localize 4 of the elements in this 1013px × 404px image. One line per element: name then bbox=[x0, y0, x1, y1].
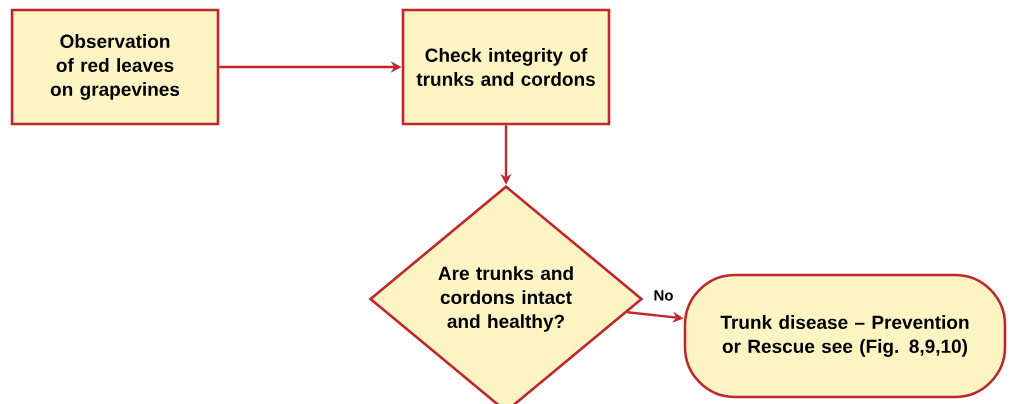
process-box: Observation of red leaves on grapevines bbox=[10, 8, 220, 126]
process-box: Check integrity of trunks and cordons bbox=[401, 8, 611, 126]
edge-label: No bbox=[654, 290, 673, 301]
terminal-box: Trunk disease – Prevention or Rescue see (Fig. 8,9,10) bbox=[683, 273, 1007, 399]
